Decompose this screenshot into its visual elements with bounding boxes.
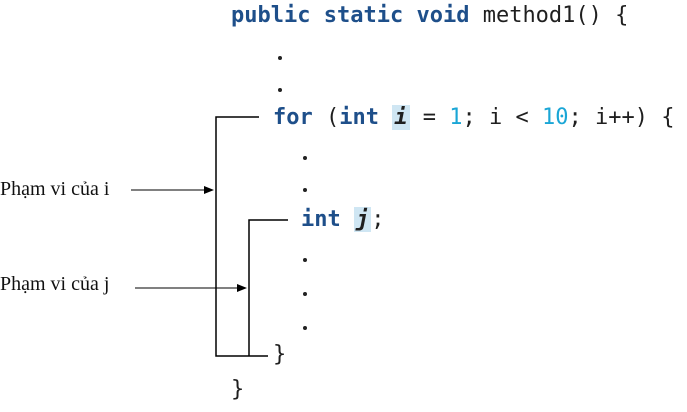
- scope-j-bracket: [248, 219, 288, 356]
- keyword-int: int: [301, 207, 341, 232]
- number-one: 1: [449, 105, 463, 130]
- for-loop-line: for (int i = 1; i < 10; i++) {: [273, 105, 675, 130]
- ellipsis-dot: [278, 56, 282, 60]
- keyword-void: void: [416, 3, 470, 28]
- for-close-brace: }: [273, 342, 287, 367]
- variable-i: i: [392, 105, 410, 130]
- equals-sign: =: [422, 105, 436, 130]
- scope-i-arrow-head: [204, 186, 214, 194]
- ellipsis-dot: [303, 188, 307, 192]
- keyword-static: static: [323, 3, 404, 28]
- keyword-public: public: [231, 3, 311, 28]
- ellipsis-dot: [303, 326, 307, 330]
- scope-i-bracket: [215, 116, 268, 357]
- ellipsis-dot: [303, 258, 307, 262]
- open-paren: (: [326, 105, 340, 130]
- keyword-int: int: [339, 105, 379, 130]
- ellipsis-dot: [303, 156, 307, 160]
- loop-increment: ; i++) {: [568, 105, 675, 130]
- ellipsis-dot: [278, 88, 282, 92]
- scope-j-label: Phạm vi của j: [0, 273, 110, 295]
- loop-condition: ; i <: [462, 105, 529, 130]
- int-j-line: int j;: [301, 207, 385, 232]
- method-close-brace: }: [231, 377, 245, 402]
- semicolon: ;: [371, 207, 385, 232]
- method-name: method1() {: [482, 3, 629, 28]
- ellipsis-dot: [303, 292, 307, 296]
- method-signature-line: public static void method1() {: [231, 4, 628, 28]
- number-ten: 10: [541, 105, 569, 130]
- scope-j-arrow-head: [237, 284, 247, 292]
- scope-i-label: Phạm vi của i: [0, 178, 110, 200]
- variable-j: j: [354, 207, 372, 232]
- keyword-for: for: [273, 105, 313, 130]
